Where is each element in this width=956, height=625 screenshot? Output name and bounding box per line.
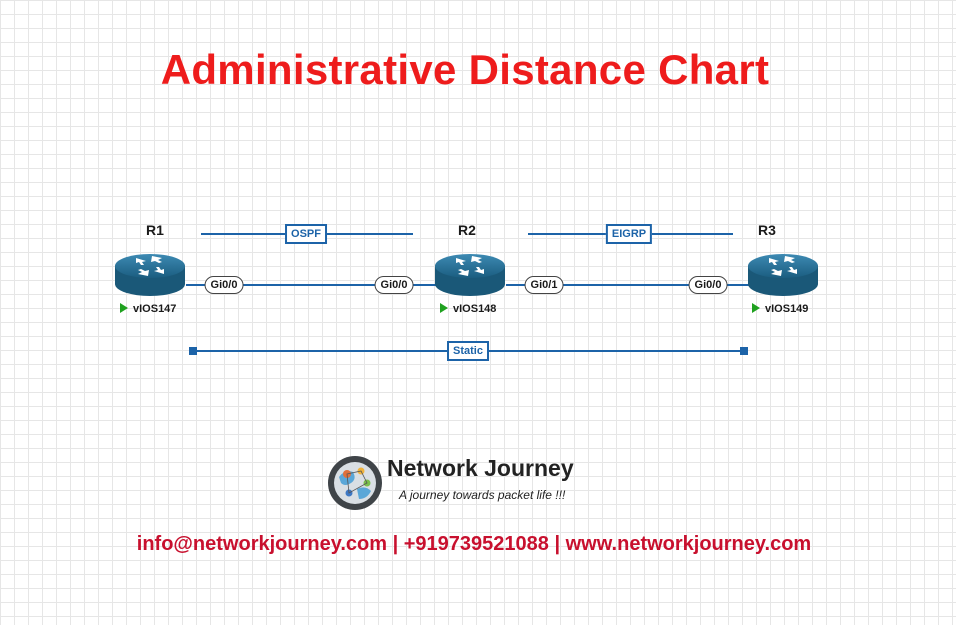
static-endpoint-right [740,347,748,355]
link-r2-r3 [506,284,750,286]
ospf-label: OSPF [285,224,327,244]
network-journey-logo-icon [328,456,382,510]
router-r2-name: R2 [458,222,476,238]
iface-r2-gi00: Gi0/0 [374,276,414,294]
eigrp-label: EIGRP [605,224,653,244]
iface-r1-gi00: Gi0/0 [204,276,244,294]
play-status-icon [440,303,448,313]
router-r1-host: vIOS147 [120,303,176,315]
brand-name: Network Journey [387,455,574,481]
brand-tagline: A journey towards packet life !!! [399,488,566,502]
router-icon[interactable] [747,252,819,298]
host-label: vIOS149 [765,303,809,315]
page-title: Administrative Distance Chart [160,46,770,93]
static-label: Static [447,341,489,361]
host-label: vIOS148 [453,303,497,315]
contact-line: info@networkjourney.com | +919739521088 … [136,533,812,555]
link-r1-r2 [186,284,436,286]
router-r1-name: R1 [146,222,164,238]
router-icon[interactable] [114,252,186,298]
router-r3-name: R3 [758,222,776,238]
static-endpoint-left [189,347,197,355]
host-label: vIOS147 [133,303,177,315]
router-icon[interactable] [434,252,506,298]
iface-r2-gi01: Gi0/1 [524,276,564,294]
router-r2-host: vIOS148 [440,303,496,315]
play-status-icon [752,303,760,313]
play-status-icon [120,303,128,313]
iface-r3-gi00: Gi0/0 [688,276,728,294]
router-r3-host: vIOS149 [752,303,808,315]
